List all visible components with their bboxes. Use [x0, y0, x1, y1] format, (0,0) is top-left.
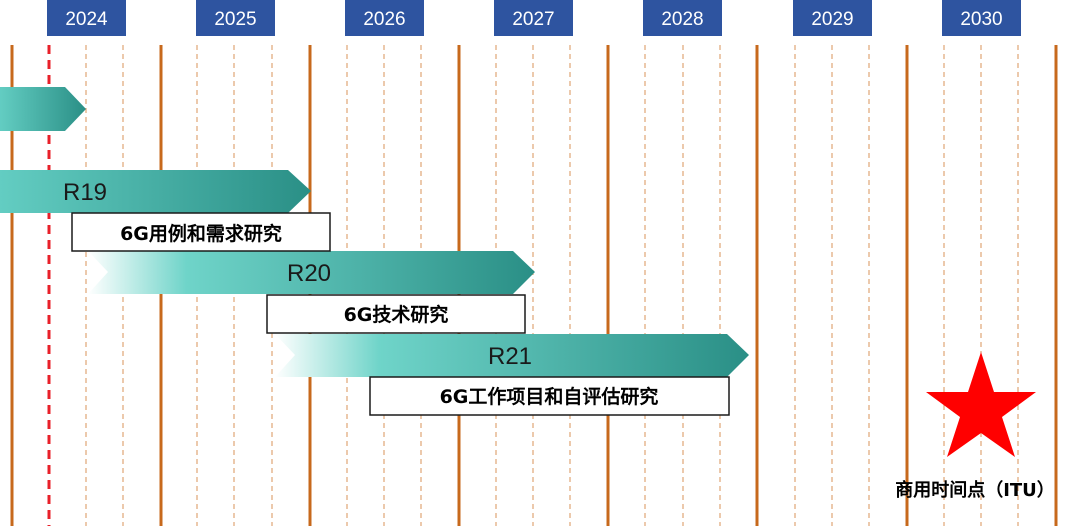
- release-arrow-r19: R19: [0, 170, 311, 213]
- year-header-label: 2026: [363, 9, 405, 30]
- release-arrow-r21: R21: [275, 334, 749, 377]
- release-arrow-shape: [0, 87, 86, 131]
- milestone-label: 商用时间点（ITU）: [895, 479, 1055, 501]
- release-arrow-label: R20: [287, 260, 331, 287]
- year-header: 2030: [942, 0, 1021, 36]
- year-header: 2028: [643, 0, 722, 36]
- study-box-use-cases: 6G用例和需求研究: [71, 212, 331, 252]
- year-header-box: [793, 0, 872, 36]
- year-header: 2029: [793, 0, 872, 36]
- year-header: 2024: [47, 0, 126, 36]
- year-header-box: [47, 0, 126, 36]
- year-headers: 2024 2025 2026 2027 2028 2029 2030: [47, 0, 1021, 36]
- year-header-label: 2030: [960, 9, 1002, 30]
- year-header-box: [345, 0, 424, 36]
- year-header-label: 2025: [214, 9, 256, 30]
- year-header: 2025: [196, 0, 275, 36]
- release-arrow-shape: [275, 334, 749, 377]
- year-header-box: [494, 0, 573, 36]
- release-arrow-label: R21: [488, 343, 532, 370]
- study-box-label: 6G工作项目和自评估研究: [440, 385, 659, 408]
- release-arrow-shape: [88, 251, 535, 294]
- release-arrow-shape: [0, 170, 311, 213]
- study-box: [266, 294, 526, 334]
- year-header-label: 2028: [661, 9, 703, 30]
- study-box-technology: 6G技术研究: [266, 294, 526, 334]
- study-box-work-items: 6G工作项目和自评估研究: [369, 376, 730, 416]
- study-box-label: 6G用例和需求研究: [120, 222, 282, 245]
- year-header-box: [942, 0, 1021, 36]
- minor-gridlines: [85, 45, 1019, 526]
- year-header-label: 2027: [512, 9, 554, 30]
- release-arrow-label: R19: [63, 179, 107, 206]
- study-box-label: 6G技术研究: [344, 303, 449, 326]
- study-box: [71, 212, 331, 252]
- year-header-label: 2029: [811, 9, 853, 30]
- study-box: [369, 376, 730, 416]
- year-header-box: [643, 0, 722, 36]
- release-arrow: [0, 87, 86, 131]
- year-header: 2026: [345, 0, 424, 36]
- release-arrow-r20: R20: [88, 251, 535, 294]
- year-header: 2027: [494, 0, 573, 36]
- year-header-box: [196, 0, 275, 36]
- year-header-label: 2024: [65, 9, 108, 30]
- star-icon: [926, 352, 1036, 457]
